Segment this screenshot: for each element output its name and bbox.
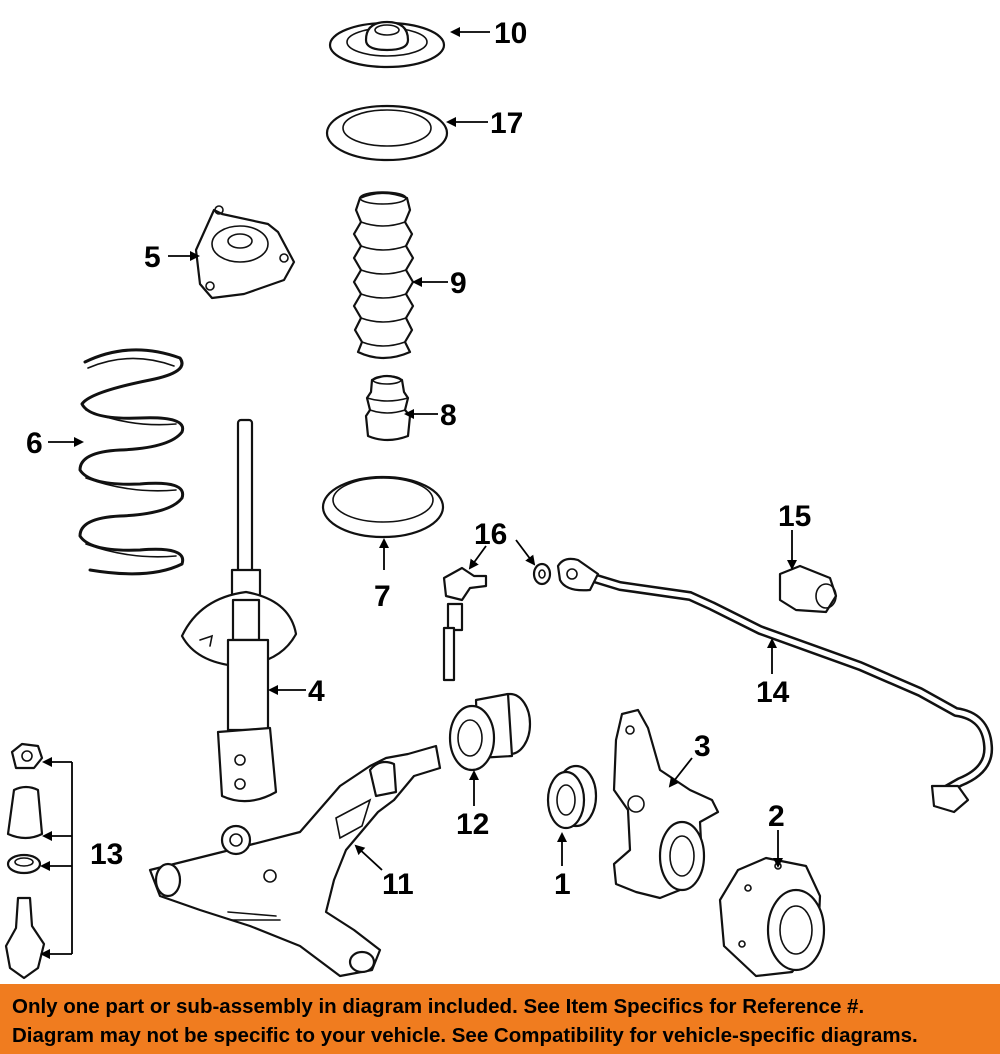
callout-5: 5	[144, 241, 161, 274]
dust-boot-part	[352, 191, 415, 360]
strut-mount-part	[194, 205, 296, 300]
callout-14: 14	[756, 676, 790, 709]
stabilizer-bar-part	[556, 557, 994, 814]
callout-numbers: 10 17 5 9 8 6 7 16 15 14 4 3 12 2 13 11 …	[26, 17, 811, 901]
disclaimer-line-2: Diagram may not be specific to your vehi…	[12, 1024, 918, 1047]
ball-joint-kit-part	[4, 742, 46, 980]
callout-12: 12	[456, 808, 489, 841]
callout-8: 8	[440, 399, 457, 432]
callout-11: 11	[382, 868, 414, 901]
wheel-hub-part	[718, 856, 826, 978]
bump-stop-part	[364, 374, 412, 442]
lower-control-arm-part	[148, 744, 442, 978]
leader-arrows	[48, 27, 797, 871]
callout-2: 2	[768, 800, 785, 833]
stabilizer-bushing-part	[778, 564, 838, 614]
ball-joint-kit-bracket	[40, 757, 73, 959]
wheel-bearing-part	[546, 764, 598, 830]
lower-insulator-part	[321, 475, 445, 539]
callout-6: 6	[26, 427, 43, 460]
callout-16: 16	[474, 518, 507, 551]
control-arm-bushing-part	[448, 692, 532, 772]
callout-1: 1	[554, 868, 571, 901]
stabilizer-link-part	[442, 562, 552, 682]
disclaimer-line-1: Only one part or sub-assembly in diagram…	[12, 995, 865, 1018]
suspension-exploded-diagram: 10 17 5 9 8 6 7 16 15 14 4 3 12 2 13 11 …	[4, 17, 994, 980]
coil-spring-part	[78, 348, 185, 576]
callout-10: 10	[494, 17, 527, 50]
callout-7: 7	[374, 580, 391, 613]
strut-assembly-part	[180, 418, 298, 803]
steering-knuckle-part	[612, 708, 720, 900]
callout-13: 13	[90, 838, 123, 871]
upper-spring-seat-part	[328, 20, 446, 69]
callout-15: 15	[778, 500, 811, 533]
callout-3: 3	[694, 730, 711, 763]
spring-insulator-part	[325, 104, 449, 162]
callout-17: 17	[490, 107, 523, 140]
callout-9: 9	[450, 267, 467, 300]
callout-4: 4	[308, 675, 325, 708]
disclaimer-banner: Only one part or sub-assembly in diagram…	[0, 984, 1000, 1054]
